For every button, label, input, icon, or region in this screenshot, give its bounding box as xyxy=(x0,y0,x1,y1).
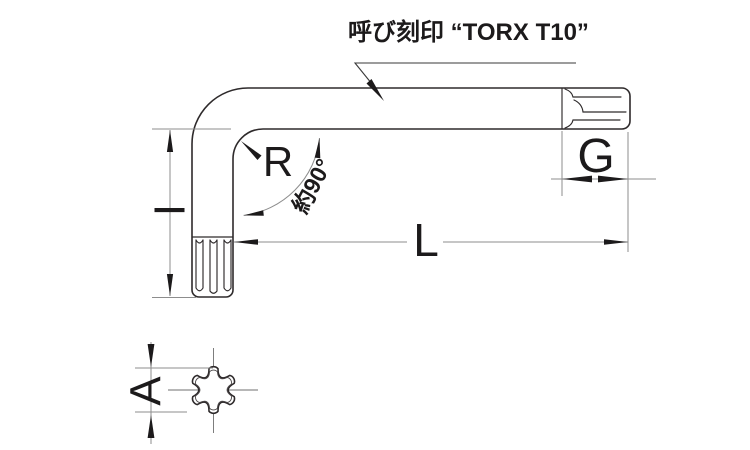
length-arrowhead-right xyxy=(604,239,628,245)
torx-star-inner-edge xyxy=(195,369,232,411)
dim-short-arm: I xyxy=(146,128,231,298)
callout-label: 呼び刻印 “TORX T10” xyxy=(348,18,589,46)
callout-marking: 呼び刻印 “TORX T10” xyxy=(348,18,589,101)
short-arm-arrowhead-bottom xyxy=(166,274,174,296)
wrench-body xyxy=(191,87,631,298)
tip-label: G xyxy=(577,130,614,183)
length-arrowhead-left xyxy=(234,239,258,245)
torx-star-outline xyxy=(191,366,236,414)
across-arrowhead-top xyxy=(147,344,155,367)
dim-length: L xyxy=(234,132,629,266)
short-arm-arrowhead-top xyxy=(166,130,174,152)
bottom-tip-groove-2 xyxy=(209,239,218,294)
right-tip-flute-3 xyxy=(564,119,621,129)
radius-arrowhead xyxy=(241,141,262,160)
angle-arrowhead-upper xyxy=(314,138,321,159)
dim-across: A xyxy=(122,342,213,444)
section-view: A xyxy=(122,342,258,444)
short-arm-label: I xyxy=(146,204,195,216)
bottom-tip-groove-1 xyxy=(195,239,204,292)
length-label: L xyxy=(413,214,439,266)
tip-arrowhead-left xyxy=(562,175,592,183)
angle-label: 約90° xyxy=(287,154,337,217)
callout-leader-line xyxy=(353,62,576,85)
across-label: A xyxy=(122,376,171,406)
dim-tip: G xyxy=(551,130,656,196)
right-tip-flute-1 xyxy=(564,88,622,98)
radius-label: R xyxy=(263,138,293,185)
right-tip-flute-2 xyxy=(573,99,627,113)
dim-radius: R xyxy=(241,138,293,185)
right-tip-flutes xyxy=(561,87,627,130)
callout-arrowhead xyxy=(366,79,384,101)
across-arrowhead-bottom xyxy=(147,415,155,438)
angle-arrowhead-lower xyxy=(243,210,264,216)
tip-arrowhead-right xyxy=(598,175,628,183)
bottom-tip-groove-3 xyxy=(223,239,232,292)
wrench-outline xyxy=(191,87,631,298)
bottom-tip-flutes xyxy=(191,236,234,294)
